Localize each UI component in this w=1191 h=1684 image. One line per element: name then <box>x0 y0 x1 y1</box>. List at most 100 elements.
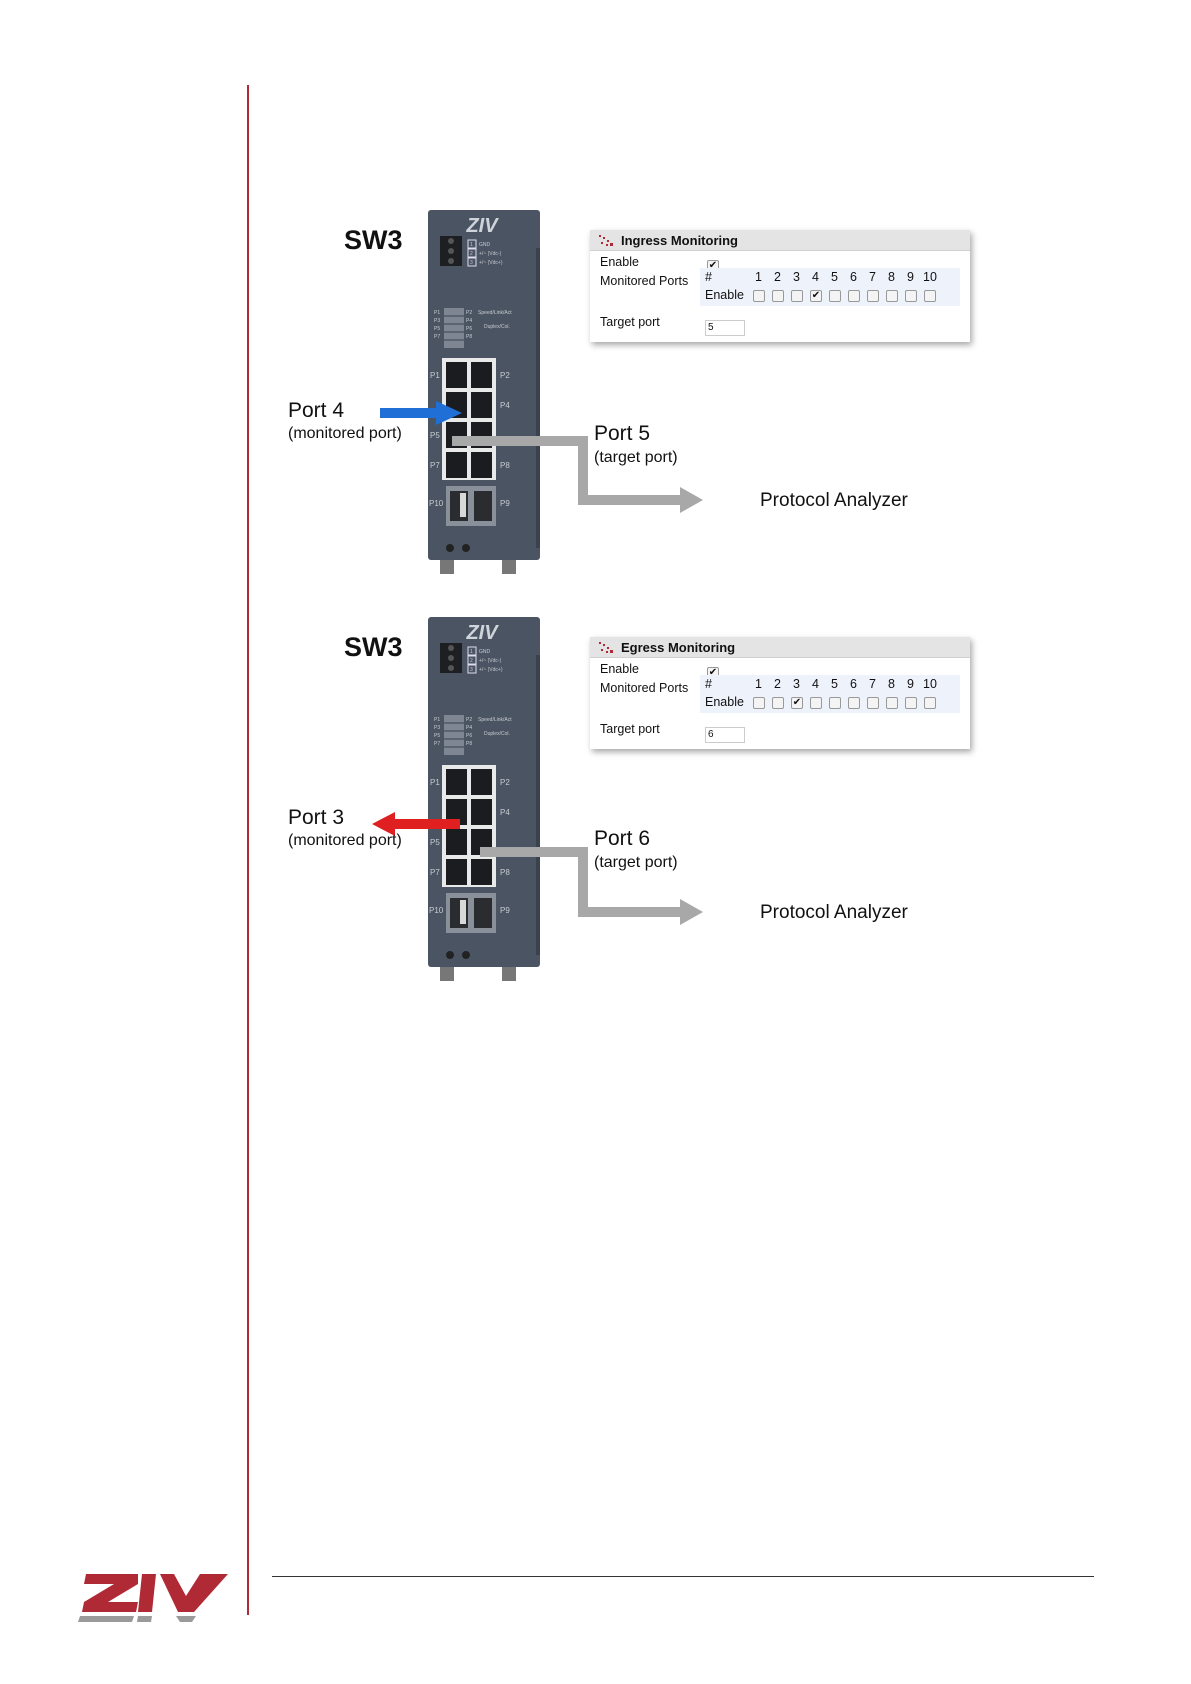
port-col-9: 9 <box>907 270 914 284</box>
port-checkbox-9[interactable] <box>905 290 917 302</box>
port-col-2: 2 <box>774 270 781 284</box>
svg-text:P7: P7 <box>434 741 440 747</box>
port-col-8: 8 <box>888 677 895 691</box>
port-checkbox-5[interactable] <box>829 697 841 709</box>
port-checkbox-4[interactable]: ✔ <box>810 290 822 302</box>
svg-text:P9: P9 <box>500 499 510 508</box>
switch-device-image: ZIV 123 GND+/~ (Vdc-)+/~ (Vdc+) P1P3P5P7… <box>428 617 540 981</box>
svg-text:P10: P10 <box>429 906 444 915</box>
svg-text:2: 2 <box>470 251 473 257</box>
monitored-port-label: Port 3 <box>288 806 345 829</box>
row-enable-label: Enable <box>705 695 744 709</box>
target-port-input[interactable]: 5 <box>705 320 745 336</box>
target-port-label: Port 5 <box>594 422 651 445</box>
monitored-ports-label: Monitored Ports <box>600 274 689 288</box>
port-checkbox-10[interactable] <box>924 290 936 302</box>
svg-text:3: 3 <box>470 260 473 266</box>
analyzer-arrowhead <box>680 899 703 925</box>
port-checkbox-6[interactable] <box>848 290 860 302</box>
port-checkbox-6[interactable] <box>848 697 860 709</box>
svg-text:P6: P6 <box>466 326 472 332</box>
switch-device-image: ZIV 123 GND+/~ (Vdc-)+/~ (Vdc+) P1P3P5P7… <box>428 210 540 574</box>
svg-text:Speed/Link/Act: Speed/Link/Act <box>478 310 512 316</box>
svg-text:P1: P1 <box>434 717 440 723</box>
svg-text:P2: P2 <box>466 717 472 723</box>
enable-label: Enable <box>600 662 639 676</box>
svg-text:P8: P8 <box>500 461 510 470</box>
port-col-5: 5 <box>831 270 838 284</box>
monitored-arrow-blue <box>380 401 462 425</box>
target-port-label: Target port <box>600 315 660 329</box>
port-col-9: 9 <box>907 677 914 691</box>
egress-arrows <box>372 812 703 925</box>
svg-text:P2: P2 <box>466 310 472 316</box>
port-col-7: 7 <box>869 270 876 284</box>
port-checkbox-5[interactable] <box>829 290 841 302</box>
svg-text:3: 3 <box>470 667 473 673</box>
svg-text:P4: P4 <box>500 808 510 817</box>
target-port-note: (target port) <box>594 449 678 466</box>
panel-header: Egress Monitoring <box>590 637 970 658</box>
svg-text:P5: P5 <box>434 733 440 739</box>
device-label: SW3 <box>344 632 403 662</box>
port-checkbox-4[interactable] <box>810 697 822 709</box>
port-checkbox-8[interactable] <box>886 697 898 709</box>
monitoring-icon <box>599 235 613 246</box>
port-col-3: 3 <box>793 270 800 284</box>
port-checkbox-3[interactable] <box>791 290 803 302</box>
svg-text:+/~ (Vdc+): +/~ (Vdc+) <box>479 260 503 266</box>
port-checkbox-1[interactable] <box>753 290 765 302</box>
port-col-10: 10 <box>923 677 937 691</box>
port-col-7: 7 <box>869 677 876 691</box>
svg-text:P10: P10 <box>429 499 444 508</box>
port-col-1: 1 <box>755 270 762 284</box>
target-port-input[interactable]: 6 <box>705 727 745 743</box>
analyzer-arrowhead <box>680 487 703 513</box>
mirror-path <box>452 436 680 505</box>
port-checkbox-1[interactable] <box>753 697 765 709</box>
svg-text:P8: P8 <box>500 868 510 877</box>
svg-text:P3: P3 <box>434 725 440 731</box>
mirror-path <box>480 847 680 917</box>
port-checkbox-7[interactable] <box>867 697 879 709</box>
port-checkbox-2[interactable] <box>772 290 784 302</box>
footer-rule <box>272 1576 1094 1577</box>
svg-text:P9: P9 <box>500 906 510 915</box>
svg-text:P1: P1 <box>430 371 440 380</box>
ziv-logo <box>78 1574 228 1622</box>
svg-text:P5: P5 <box>430 431 440 440</box>
port-col-4: 4 <box>812 677 819 691</box>
row-enable-label: Enable <box>705 288 744 302</box>
hash-header: # <box>705 677 712 691</box>
svg-text:P1: P1 <box>434 310 440 316</box>
svg-text:P4: P4 <box>500 401 510 410</box>
monitored-arrow-red <box>372 812 460 836</box>
port-checkbox-10[interactable] <box>924 697 936 709</box>
ingress-monitoring-panel: Ingress Monitoring Enable ✔ Monitored Po… <box>590 230 970 342</box>
port-checkbox-8[interactable] <box>886 290 898 302</box>
svg-text:P1: P1 <box>430 778 440 787</box>
monitoring-icon <box>599 642 613 653</box>
panel-header: Ingress Monitoring <box>590 230 970 251</box>
panel-title: Egress Monitoring <box>621 639 736 655</box>
port-col-1: 1 <box>755 677 762 691</box>
svg-text:ZIV: ZIV <box>465 215 499 237</box>
target-port-note: (target port) <box>594 854 678 871</box>
ingress-arrows <box>380 401 703 513</box>
monitored-port-label: Port 4 <box>288 399 345 422</box>
svg-text:P8: P8 <box>466 741 472 747</box>
protocol-analyzer-label: Protocol Analyzer <box>760 902 908 923</box>
monitored-port-note: (monitored port) <box>288 425 402 442</box>
margin-line <box>247 85 249 1615</box>
port-col-3: 3 <box>793 677 800 691</box>
port-checkbox-3[interactable]: ✔ <box>791 697 803 709</box>
device-label: SW3 <box>344 225 403 255</box>
port-checkbox-7[interactable] <box>867 290 879 302</box>
svg-text:P4: P4 <box>466 318 472 324</box>
port-checkbox-9[interactable] <box>905 697 917 709</box>
svg-text:Speed/Link/Act: Speed/Link/Act <box>478 717 512 723</box>
target-port-label: Target port <box>600 722 660 736</box>
svg-text:2: 2 <box>470 658 473 664</box>
port-checkbox-2[interactable] <box>772 697 784 709</box>
